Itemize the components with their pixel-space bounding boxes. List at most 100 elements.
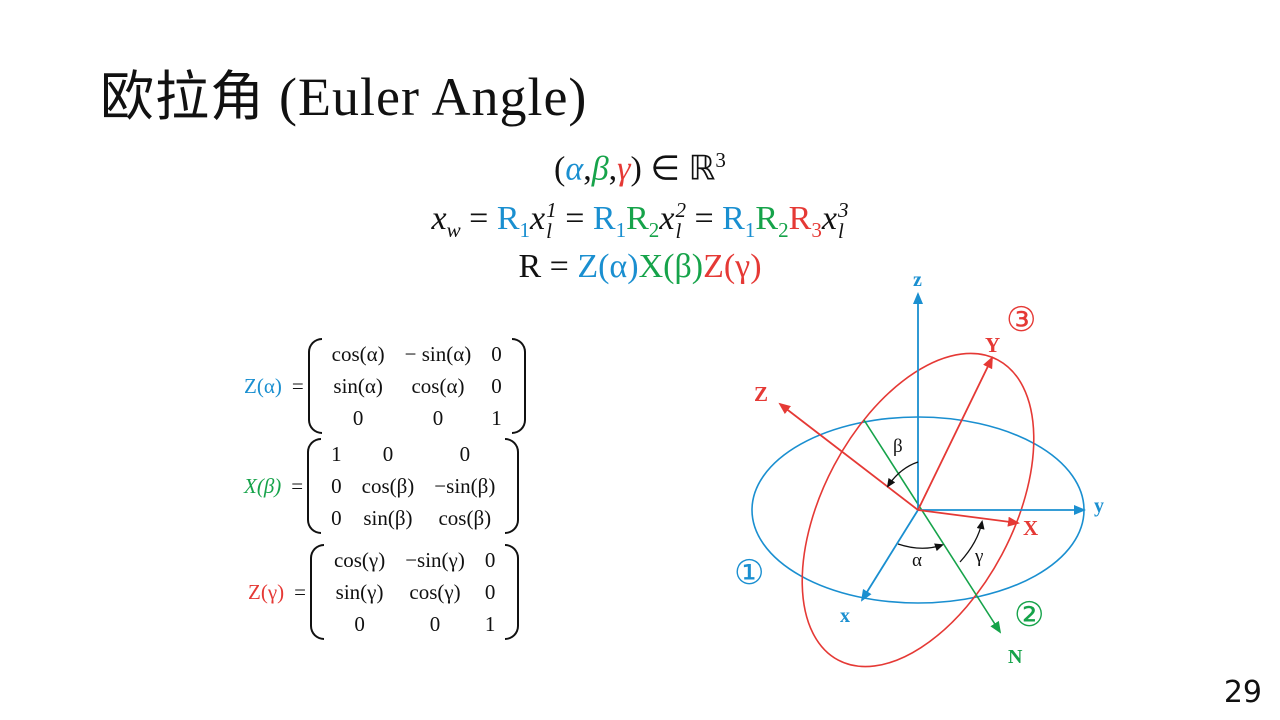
x-beta-label: X(β) bbox=[244, 473, 282, 498]
rotated-X-axis bbox=[917, 509, 1020, 527]
r2-sub: 2 bbox=[778, 217, 789, 242]
sup-3: 3 bbox=[837, 198, 849, 223]
z-gamma-label: Z(γ) bbox=[248, 579, 285, 604]
equals: = bbox=[294, 579, 306, 604]
gamma-arc bbox=[959, 520, 985, 563]
page-number: 29 bbox=[1223, 675, 1262, 710]
matrix-cell: −sin(β) bbox=[434, 474, 496, 498]
matrix-cell: 0 bbox=[491, 374, 502, 398]
node-line bbox=[863, 419, 1002, 634]
beta-symbol: β bbox=[591, 150, 609, 188]
euler-tuple-equation: (α,β,γ) ∈ ℝ3 bbox=[0, 148, 1280, 188]
r1: R bbox=[496, 200, 520, 237]
r1-sub: 1 bbox=[519, 217, 531, 242]
r1: R bbox=[592, 200, 616, 237]
matrix-cell: sin(α) bbox=[333, 374, 383, 398]
z-alpha-matrix-block: Z(α) = cos(α) − sin(α) 0 sin(α) cos(α) 0 0 0 1 bbox=[244, 338, 526, 434]
paren-open: ( bbox=[554, 150, 566, 188]
label-beta: β bbox=[893, 436, 903, 457]
circle-label-3: ③ bbox=[1006, 302, 1036, 339]
local-x: x bbox=[821, 200, 837, 237]
matrix-cell: cos(α) bbox=[331, 342, 385, 366]
paren-close: ) bbox=[630, 150, 642, 188]
matrix-cell: 0 bbox=[491, 342, 502, 366]
beta-arc bbox=[886, 461, 919, 488]
matrix-cell: 0 bbox=[484, 580, 496, 604]
equals: = bbox=[460, 200, 497, 237]
matrix-cell: 0 bbox=[352, 406, 364, 430]
equals: = bbox=[541, 248, 578, 285]
matrix-cell: 0 bbox=[331, 506, 342, 530]
r2-sub: 2 bbox=[648, 217, 660, 242]
circle-label-2: ② bbox=[1014, 597, 1044, 634]
slide-title: 欧拉角(Euler Angle) bbox=[100, 52, 587, 131]
x-beta-term: X(β) bbox=[638, 248, 704, 285]
label-x: x bbox=[840, 605, 850, 627]
r2: R bbox=[755, 200, 779, 237]
equals: = bbox=[291, 373, 304, 398]
world-x: x bbox=[431, 200, 447, 237]
label-X: X bbox=[1023, 516, 1038, 540]
matrix-cell: cos(β) bbox=[361, 474, 415, 498]
fixed-x-axis bbox=[860, 509, 919, 602]
r1: R bbox=[722, 200, 745, 237]
local-x: x bbox=[530, 200, 546, 237]
label-gamma: γ bbox=[974, 546, 983, 567]
rotated-Z-axis bbox=[778, 402, 919, 511]
element-of-reals: ∈ ℝ bbox=[641, 150, 716, 188]
label-Y: Y bbox=[985, 333, 1000, 357]
z-alpha-label: Z(α) bbox=[244, 373, 282, 398]
matrix-cell: sin(γ) bbox=[335, 580, 384, 604]
r2: R bbox=[626, 200, 649, 237]
matrix-cell: 1 bbox=[331, 442, 342, 466]
sup-2: 2 bbox=[675, 198, 686, 223]
z-gamma-term: Z(γ) bbox=[703, 248, 762, 285]
exponent: 3 bbox=[715, 148, 726, 172]
r3-sub: 3 bbox=[811, 217, 822, 242]
world-sub: w bbox=[446, 217, 461, 242]
comma: , bbox=[608, 150, 618, 188]
matrix-cell: 1 bbox=[484, 612, 496, 636]
label-alpha: α bbox=[912, 550, 922, 571]
matrix-cell: 1 bbox=[491, 406, 502, 430]
label-N: N bbox=[1008, 646, 1023, 668]
matrix-cell: 0 bbox=[382, 442, 394, 466]
matrix-cell: cos(α) bbox=[411, 374, 465, 398]
sub-l: l bbox=[675, 219, 682, 244]
matrix-cell: 0 bbox=[459, 442, 471, 466]
label-Z: Z bbox=[754, 382, 768, 406]
matrix-cell: 0 bbox=[331, 474, 342, 498]
title-english: (Euler Angle) bbox=[279, 67, 588, 127]
label-y: y bbox=[1094, 495, 1104, 517]
matrix-cell: sin(β) bbox=[363, 506, 413, 530]
matrix-cell: cos(γ) bbox=[409, 580, 461, 604]
sub-l: l bbox=[837, 219, 844, 244]
z-alpha-term: Z(α) bbox=[577, 248, 639, 285]
local-x: x bbox=[659, 200, 675, 237]
gamma-symbol: γ bbox=[617, 150, 631, 188]
r-symbol: R bbox=[518, 248, 542, 285]
z-alpha-matrix: cos(α) − sin(α) 0 sin(α) cos(α) 0 0 0 1 bbox=[307, 338, 526, 434]
r3: R bbox=[788, 200, 812, 237]
matrix-cell: 0 bbox=[354, 612, 365, 636]
alpha-arc bbox=[897, 543, 944, 552]
matrix-cell: − sin(α) bbox=[404, 342, 472, 366]
matrix-cell: 0 bbox=[429, 612, 441, 636]
sup-1: 1 bbox=[546, 198, 557, 223]
matrix-cell: 0 bbox=[432, 406, 444, 430]
rotated-Y-axis bbox=[917, 356, 993, 511]
r1-sub: 1 bbox=[744, 217, 756, 242]
title-chinese: 欧拉角 bbox=[100, 65, 265, 128]
equals: = bbox=[291, 473, 304, 498]
r1-sub: 1 bbox=[615, 217, 627, 242]
equals: = bbox=[556, 200, 593, 237]
alpha-symbol: α bbox=[565, 150, 584, 188]
matrix-cell: −sin(γ) bbox=[405, 548, 465, 572]
matrix-cell: cos(γ) bbox=[333, 548, 386, 572]
